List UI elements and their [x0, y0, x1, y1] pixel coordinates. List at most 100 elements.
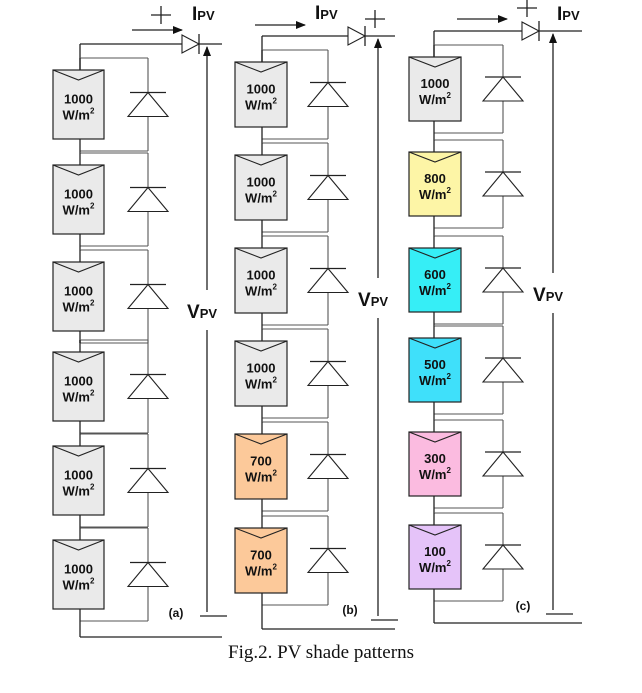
pv-module-body: [408, 524, 462, 590]
pv-module-chevron: [408, 431, 462, 443]
bypass-diode-icon: [481, 267, 525, 293]
irradiance-unit: W/m2: [245, 190, 277, 206]
irradiance-unit: W/m2: [245, 376, 277, 392]
irradiance-unit: W/m2: [419, 91, 451, 107]
irradiance-unit: W/m2: [63, 389, 95, 405]
pv-module-body: [234, 154, 288, 221]
pv-module-chevron: [408, 337, 462, 349]
irradiance-unit: W/m2: [245, 563, 277, 579]
voltage-label: VPV: [358, 290, 388, 311]
blocking-diode-icon: [181, 34, 201, 54]
voltage-label: VPV: [187, 302, 217, 323]
irradiance-unit: W/m2: [245, 283, 277, 299]
pv-module-chevron: [52, 351, 105, 363]
circuit-panel-c: IPVVPV1000W/m2800W/m2600W/m2500W/m2300W/…: [408, 0, 582, 624]
pv-module-chevron: [234, 527, 288, 539]
pv-module-chevron: [408, 524, 462, 536]
pv-module-chevron: [52, 539, 105, 551]
irradiance-unit: W/m2: [419, 186, 451, 202]
pv-module-chevron: [234, 340, 288, 352]
irradiance-value: 1000: [64, 92, 93, 107]
bypass-diode-icon: [306, 174, 350, 201]
bypass-diode-icon: [126, 91, 170, 118]
irradiance-value: 1000: [64, 562, 93, 577]
pv-module-body: [52, 261, 105, 332]
pv-module-body: [234, 433, 288, 500]
irradiance-unit: W/m2: [245, 97, 277, 113]
bypass-diode-icon: [126, 186, 170, 213]
circuit-panel-b: IPVVPV1000W/m21000W/m21000W/m21000W/m270…: [234, 3, 398, 630]
pv-module-body: [52, 445, 105, 516]
pv-module-body: [408, 151, 462, 217]
pv-module-chevron: [234, 61, 288, 73]
irradiance-value: 700: [250, 454, 272, 469]
panel-label: (b): [342, 603, 357, 617]
pv-module-body: [408, 431, 462, 497]
bypass-diode-icon: [481, 171, 525, 197]
pv-module-body: [408, 337, 462, 403]
bypass-diode-icon: [306, 547, 350, 574]
current-label: IPV: [315, 3, 338, 24]
pv-module-body: [408, 56, 462, 122]
irradiance-value: 600: [424, 267, 446, 282]
pv-module-chevron: [52, 445, 105, 457]
blocking-diode-icon: [521, 21, 541, 41]
irradiance-unit: W/m2: [63, 483, 95, 499]
pv-module-body: [234, 340, 288, 407]
bypass-diode-icon: [126, 561, 170, 588]
bypass-diode-icon: [481, 357, 525, 383]
pv-module-body: [234, 247, 288, 314]
irradiance-value: 1000: [247, 361, 276, 376]
irradiance-value: 1000: [247, 268, 276, 283]
bypass-diode-icon: [306, 81, 350, 108]
bypass-diode-icon: [306, 453, 350, 480]
pv-module-body: [52, 164, 105, 235]
bypass-diode-icon: [306, 360, 350, 387]
irradiance-value: 1000: [64, 374, 93, 389]
panel-label: (a): [169, 606, 184, 620]
irradiance-unit: W/m2: [419, 466, 451, 482]
bypass-diode-icon: [481, 451, 525, 477]
current-label: IPV: [192, 4, 215, 25]
pv-module-chevron: [52, 261, 105, 273]
irradiance-unit: W/m2: [419, 282, 451, 298]
bypass-diode-icon: [126, 283, 170, 310]
irradiance-unit: W/m2: [419, 372, 451, 388]
voltage-label: VPV: [533, 285, 563, 306]
pv-module-body: [52, 69, 105, 140]
irradiance-unit: W/m2: [419, 559, 451, 575]
pv-module-chevron: [52, 164, 105, 176]
pv-module-chevron: [52, 69, 105, 81]
pv-module-body: [234, 61, 288, 128]
irradiance-value: 1000: [64, 284, 93, 299]
pv-module-body: [408, 247, 462, 313]
pv-module-body: [234, 527, 288, 594]
irradiance-value: 1000: [247, 82, 276, 97]
pv-module-body: [52, 351, 105, 422]
irradiance-value: 500: [424, 357, 446, 372]
irradiance-value: 800: [424, 171, 446, 186]
irradiance-value: 100: [424, 544, 446, 559]
irradiance-unit: W/m2: [63, 202, 95, 218]
pv-module-chevron: [408, 151, 462, 163]
irradiance-unit: W/m2: [245, 469, 277, 485]
irradiance-value: 1000: [247, 175, 276, 190]
bypass-diode-icon: [306, 267, 350, 294]
irradiance-unit: W/m2: [63, 577, 95, 593]
figure-caption: Fig.2. PV shade patterns: [228, 642, 414, 663]
